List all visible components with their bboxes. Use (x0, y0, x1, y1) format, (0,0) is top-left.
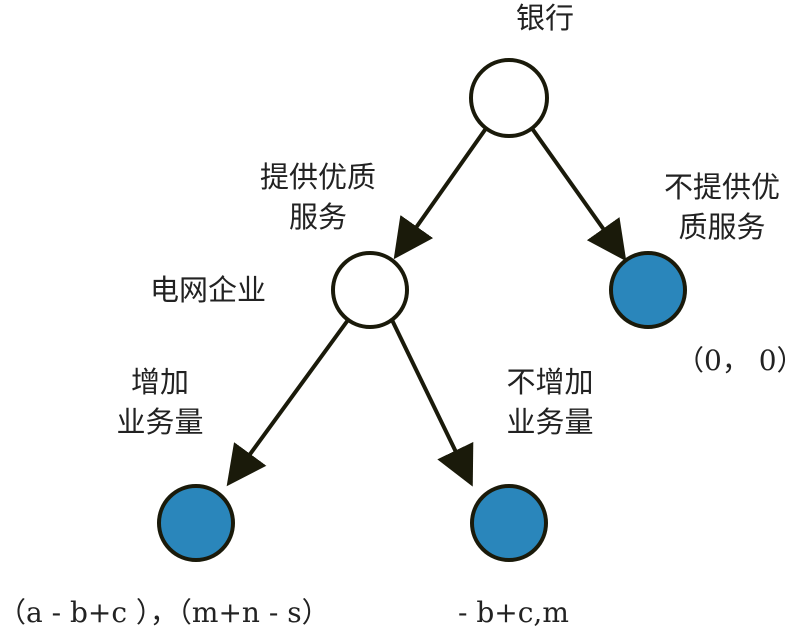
edge-grid-to-increase (226, 318, 350, 487)
branch-label-increase: 增加 业务量 (80, 362, 240, 442)
branch-label-increase-line2: 业务量 (116, 405, 204, 439)
edge-root-to-no-service (529, 125, 627, 262)
root-label: 银行 (515, 1, 574, 35)
payoff-increase: （a - b+c ），（m+n - s） (0, 596, 330, 629)
terminal-node-no-service (609, 251, 687, 329)
terminal-node-no-increase (470, 484, 548, 562)
branch-label-good-service-line2: 服务 (288, 200, 347, 234)
grid-node (331, 251, 409, 329)
branch-label-good-service-line1: 提供优质 (259, 160, 376, 194)
branch-label-no-service-line1: 不提供优 (663, 170, 780, 204)
payoff-no-service: （0， 0） (676, 344, 788, 377)
branch-label-increase-line1: 增加 (130, 365, 189, 399)
edge-grid-to-no-increase (390, 319, 474, 487)
root-node (469, 58, 549, 138)
terminal-node-increase (157, 484, 235, 562)
branch-label-no-increase-line1: 不增加 (506, 365, 594, 399)
grid-label: 电网企业 (150, 273, 267, 307)
branch-label-no-increase: 不增加 业务量 (470, 362, 630, 442)
branch-label-no-service-line2: 质服务 (678, 210, 766, 244)
edge-root-to-grid (393, 125, 489, 260)
branch-label-no-service: 不提供优 质服务 (642, 167, 788, 247)
branch-label-good-service: 提供优质 服务 (238, 157, 398, 237)
branch-label-no-increase-line2: 业务量 (506, 405, 594, 439)
payoff-no-increase: - b+c,m (458, 596, 569, 629)
